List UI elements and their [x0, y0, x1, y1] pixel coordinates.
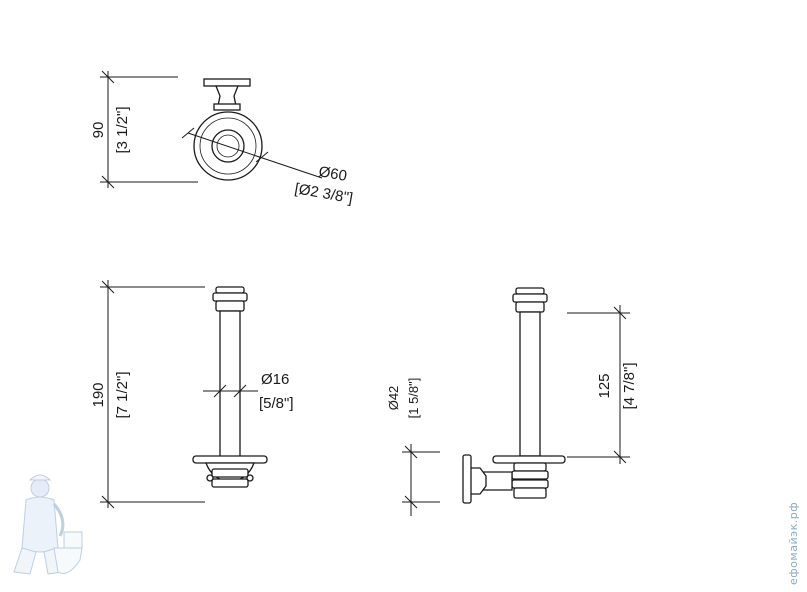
- dim-90-tick-bottom: [101, 175, 115, 189]
- dim-42-tick-bottom: [404, 495, 418, 509]
- side-wall-flange: [462, 454, 472, 504]
- top-view-collar: [213, 103, 241, 111]
- side-arm-joint: [469, 467, 487, 495]
- dim-16-tick-a: [213, 384, 227, 398]
- dim-60-leader: [187, 132, 323, 179]
- side-cap-top: [515, 287, 545, 295]
- front-base-plate: [192, 455, 268, 464]
- dim-125-mm: 125: [596, 373, 613, 398]
- side-ring-b: [511, 470, 549, 480]
- side-ring-c: [511, 479, 549, 489]
- top-view-neck: [215, 85, 239, 107]
- dim-60-tick-a: [181, 127, 195, 139]
- front-cap-top: [215, 286, 245, 294]
- dim-42-tick-top: [404, 445, 418, 459]
- front-rod: [219, 310, 241, 458]
- dim-60-tick-b: [255, 151, 269, 163]
- side-rod: [519, 311, 541, 457]
- front-ring-b: [211, 478, 249, 488]
- front-ring-a: [211, 468, 249, 478]
- dim-16-mm: Ø16: [261, 371, 289, 388]
- side-ring-d: [513, 487, 547, 499]
- dim-16-inch: [5/8"]: [259, 395, 294, 412]
- dim-190-mm: 190: [90, 382, 107, 407]
- side-ring-a: [513, 462, 547, 472]
- dim-60-mm: Ø60: [317, 163, 348, 185]
- dim-125-tick-bottom: [613, 450, 627, 464]
- top-view: 90 [3 1/2"] Ø60 [Ø2 3/8"]: [90, 70, 354, 207]
- top-view-hole: [216, 134, 240, 158]
- top-view-flange: [203, 78, 251, 87]
- front-cap-mid: [212, 292, 248, 302]
- dim-90-mm: 90: [90, 122, 107, 139]
- dim-190-tick-top: [101, 280, 115, 294]
- front-screw-right: [246, 474, 254, 482]
- side-view: Ø42 [1 5/8"] 125 [4 7/8"]: [386, 287, 638, 516]
- side-plate: [492, 455, 566, 464]
- plumber-mascot-logo: [13, 474, 83, 575]
- top-view-inner-ring: [199, 117, 257, 175]
- dim-190-inch: [7 1/2"]: [114, 371, 131, 418]
- dim-90-tick-top: [101, 70, 115, 84]
- dim-90-inch: [3 1/2"]: [114, 106, 131, 153]
- dim-16-tick-b: [233, 384, 247, 398]
- dim-190-tick-bottom: [101, 495, 115, 509]
- watermark-text: ефомайэк.рф: [787, 502, 800, 585]
- front-cap-bottom: [215, 300, 245, 312]
- front-screw-left: [206, 474, 214, 482]
- dim-42-mm: Ø42: [386, 386, 401, 411]
- side-cap-bottom: [515, 301, 545, 313]
- dim-125-inch: [4 7/8"]: [621, 362, 638, 409]
- dim-125-tick-top: [613, 306, 627, 320]
- side-cap-mid: [512, 293, 548, 303]
- front-view: 190 [7 1/2"] Ø16 [5/8"]: [90, 280, 294, 509]
- dim-42-inch: [1 5/8"]: [406, 378, 421, 419]
